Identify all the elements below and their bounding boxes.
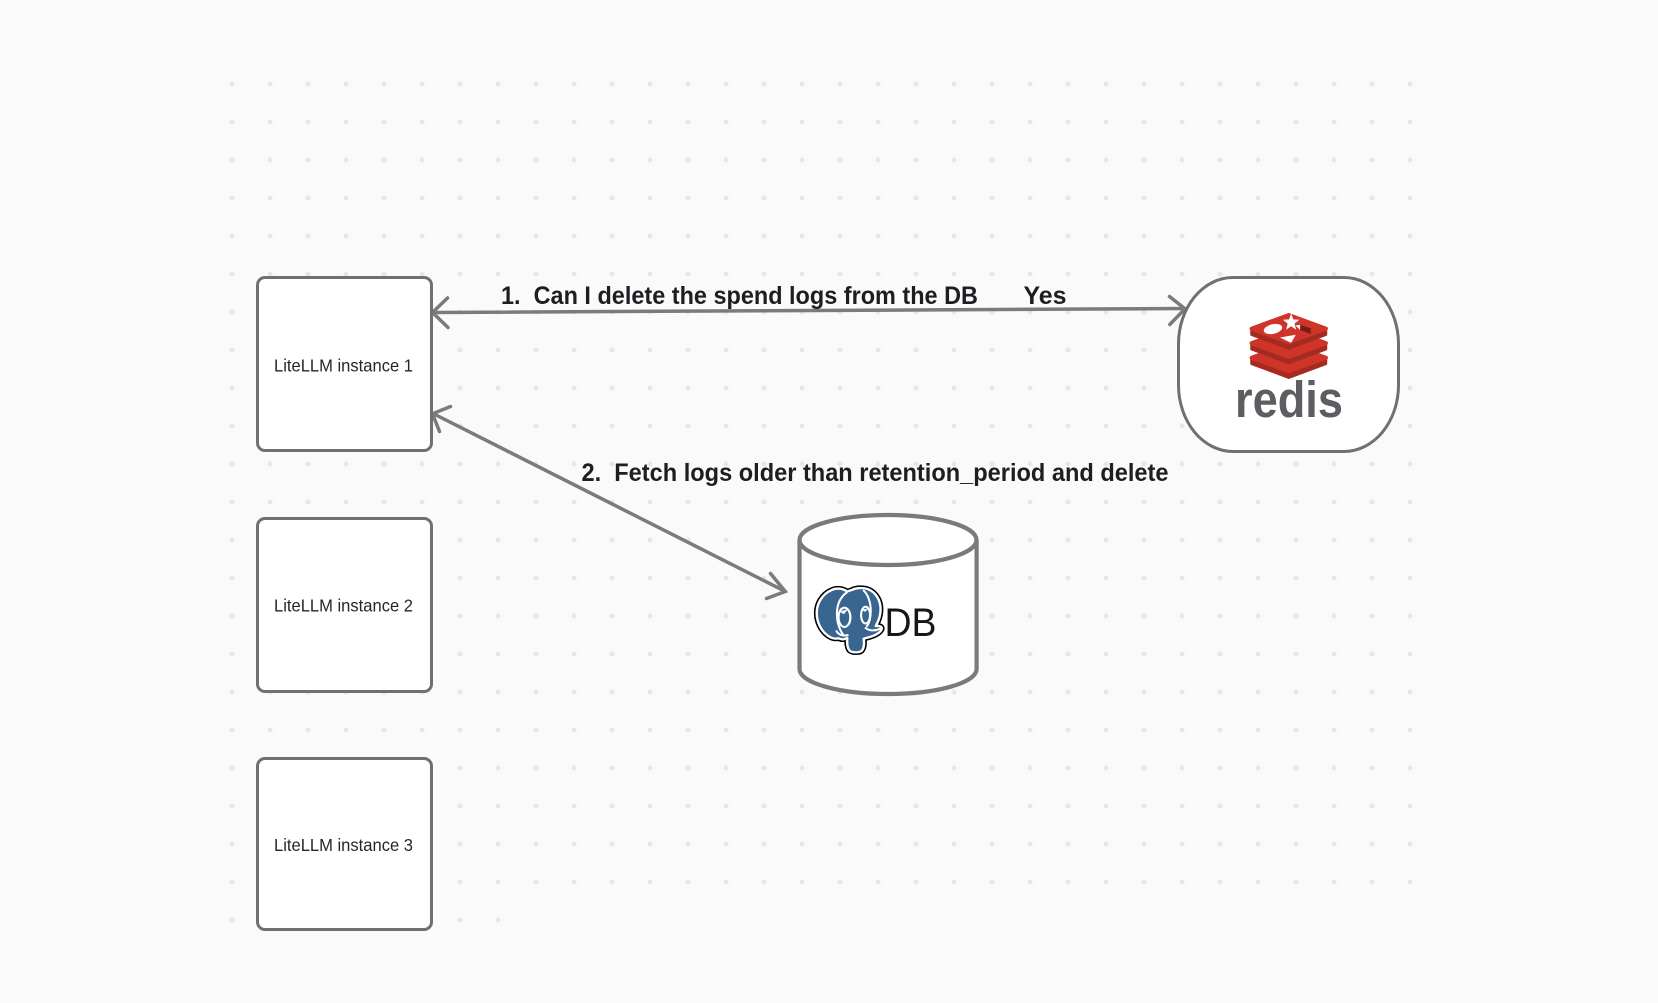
svg-text:redis: redis [1235,371,1343,428]
svg-text:LiteLLM instance 3: LiteLLM instance 3 [274,835,413,855]
svg-text:LiteLLM instance 1: LiteLLM instance 1 [274,355,413,375]
svg-text:2. Fetch logs older than rete: 2. Fetch logs older than retention_perio… [582,459,1169,487]
svg-text:Yes: Yes [1024,282,1067,310]
svg-text:1. Can I delete the spend log: 1. Can I delete the spend logs from the … [501,282,978,310]
svg-text:LiteLLM instance 2: LiteLLM instance 2 [274,595,413,615]
svg-text:DB: DB [885,601,937,645]
